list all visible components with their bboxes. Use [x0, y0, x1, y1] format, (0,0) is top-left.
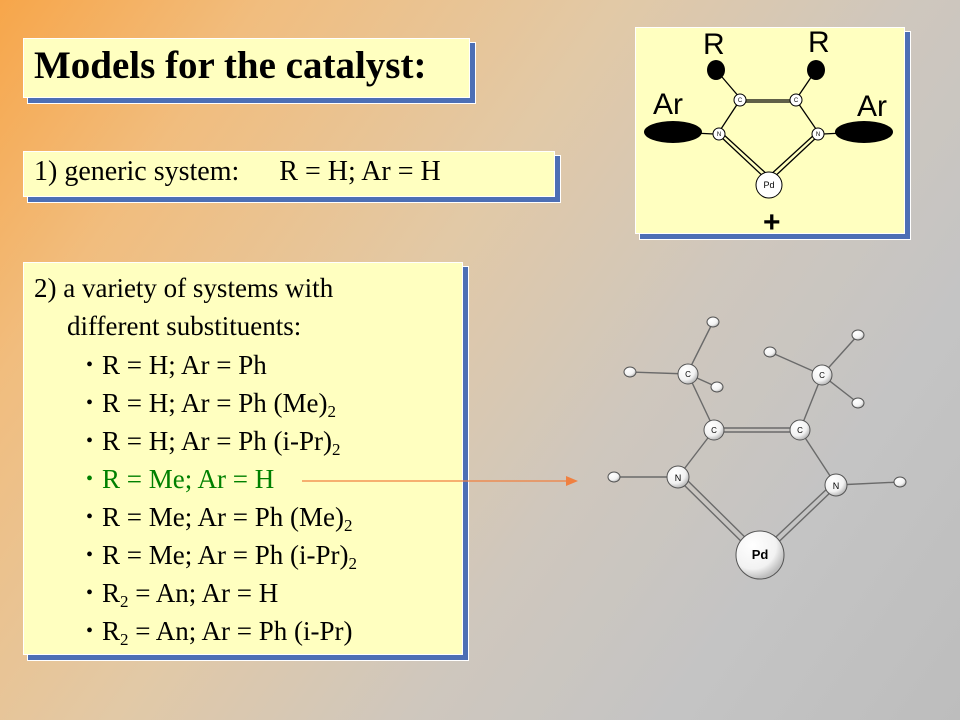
- catalyst-scheme-box: C C N N Pd R R Ar Ar +: [635, 27, 905, 235]
- scheme-charge: +: [763, 206, 781, 235]
- scheme-label-r-right: R: [808, 28, 830, 59]
- slide-title: Models for the catalyst:: [34, 44, 427, 87]
- list-item: •R2 = An; Ar = H: [86, 578, 279, 611]
- list-item: •R = H; Ar = Ph (Me)2: [86, 388, 336, 421]
- scheme-atom-n-left: N: [717, 132, 721, 138]
- list-item: •R = H; Ar = Ph (i-Pr)2: [86, 426, 341, 459]
- scheme-label-r-left: R: [703, 28, 725, 61]
- list-item: •R2 = An; Ar = Ph (i-Pr): [86, 616, 353, 649]
- scheme-label-ar-left: Ar: [653, 88, 683, 121]
- scheme-atom-n-right: N: [816, 132, 820, 138]
- list-item: •R = H; Ar = Ph: [86, 350, 267, 380]
- list-item: •R = Me; Ar = Ph (Me)2: [86, 502, 353, 535]
- title-box: Models for the catalyst:: [23, 38, 470, 98]
- model-atom-c: C: [797, 426, 803, 435]
- scheme-atom-pd: Pd: [763, 180, 774, 190]
- scheme-atom-c-right: C: [794, 98, 799, 104]
- model-atom-c: C: [711, 426, 717, 435]
- list-item: •R = Me; Ar = Ph (i-Pr)2: [86, 540, 357, 573]
- scheme-atom-c-left: C: [738, 98, 743, 104]
- generic-system-label: 1) generic system:: [34, 156, 240, 187]
- catalyst-scheme-diagram: C C N N Pd R R Ar Ar +: [644, 28, 893, 235]
- generic-system-box: 1) generic system: R = H; Ar = H: [23, 151, 555, 197]
- variety-heading-line2: different substituents:: [67, 311, 302, 341]
- model-atom-n: N: [675, 473, 682, 483]
- list-item-highlighted: •R = Me; Ar = H: [86, 464, 275, 494]
- scheme-label-ar-right: Ar: [857, 90, 887, 123]
- catalyst-3d-model: C C C C N N Pd: [607, 316, 907, 580]
- variety-systems-box: 2) a variety of systems with different s…: [23, 262, 463, 655]
- generic-system-value: R = H; Ar = H: [279, 156, 441, 187]
- variety-heading-line1: 2) a variety of systems with: [34, 273, 334, 303]
- model-atom-n: N: [833, 481, 840, 491]
- model-atom-c: C: [819, 371, 825, 380]
- model-atom-pd: Pd: [752, 547, 769, 562]
- model-atom-c: C: [685, 370, 691, 379]
- generic-system-line: 1) generic system: R = H; Ar = H: [34, 156, 441, 188]
